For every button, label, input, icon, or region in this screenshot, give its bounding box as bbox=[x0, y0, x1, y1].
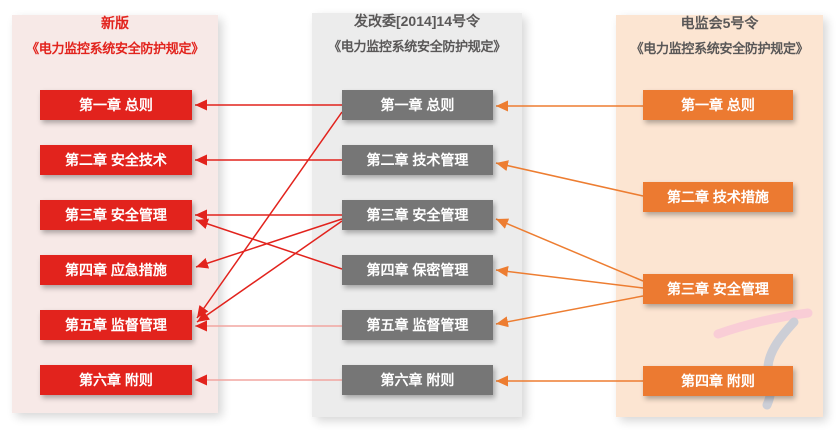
chapter-box-new-5: 第五章 监督管理 bbox=[40, 310, 192, 340]
column-title-new-line2: 《电力监控系统安全防护规定》 bbox=[26, 41, 204, 56]
column-title-ndrc: 发改委[2014]14号令 《电力监控系统安全防护规定》 bbox=[312, 9, 522, 59]
chapter-box-serc-4: 第四章 附则 bbox=[643, 366, 793, 396]
column-title-ndrc-line1: 发改委[2014]14号令 bbox=[353, 13, 481, 29]
decoration-layer bbox=[713, 308, 813, 410]
panel-serc-order-5 bbox=[616, 15, 823, 417]
chapter-box-ndrc-3: 第三章 安全管理 bbox=[342, 200, 493, 230]
column-title-ndrc-line2: 《电力监控系统安全防护规定》 bbox=[328, 39, 506, 54]
column-title-new: 新版 《电力监控系统安全防护规定》 bbox=[12, 11, 218, 61]
chapter-box-ndrc-4: 第四章 保密管理 bbox=[342, 255, 493, 285]
column-title-serc-line2: 《电力监控系统安全防护规定》 bbox=[630, 41, 809, 56]
chapter-box-serc-2: 第二章 技术措施 bbox=[643, 182, 793, 212]
column-title-serc-line1: 电监会5号令 bbox=[680, 15, 759, 31]
chapter-box-new-1: 第一章 总则 bbox=[40, 90, 192, 120]
chapter-box-new-3: 第三章 安全管理 bbox=[40, 200, 192, 230]
chapter-box-ndrc-6: 第六章 附则 bbox=[342, 365, 493, 395]
chapter-box-new-2: 第二章 安全技术 bbox=[40, 145, 192, 175]
chapter-box-new-6: 第六章 附则 bbox=[40, 365, 192, 395]
chapter-box-ndrc-1: 第一章 总则 bbox=[342, 90, 493, 120]
chapter-box-serc-1: 第一章 总则 bbox=[643, 90, 793, 120]
chapter-box-serc-3: 第三章 安全管理 bbox=[643, 274, 793, 304]
chapter-box-new-4: 第四章 应急措施 bbox=[40, 255, 192, 285]
column-title-new-line1: 新版 bbox=[101, 15, 129, 31]
chapter-box-ndrc-2: 第二章 技术管理 bbox=[342, 145, 493, 175]
brush-stroke-decoration bbox=[713, 308, 813, 339]
column-title-serc: 电监会5号令 《电力监控系统安全防护规定》 bbox=[616, 11, 823, 61]
chapter-box-ndrc-5: 第五章 监督管理 bbox=[342, 310, 493, 340]
